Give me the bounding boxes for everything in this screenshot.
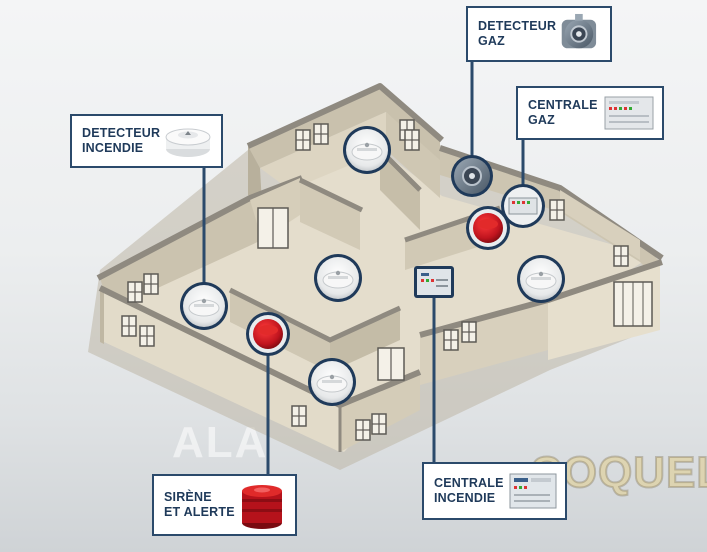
leader-lines (202, 60, 525, 476)
door-center (377, 347, 405, 381)
gas-control-panel-icon (604, 96, 654, 130)
smoke-detector-center (313, 253, 363, 303)
smoke-detector-upper (342, 125, 392, 175)
siren-icon (242, 485, 282, 529)
wall-front-left-face (100, 288, 104, 344)
siren-upper (466, 206, 510, 250)
smoke-detector-right (516, 254, 566, 304)
fire-control-panel-icon (509, 473, 557, 509)
smoke-detector-bottom (307, 357, 357, 407)
callout-fire-panel: CENTRALE INCENDIE (422, 462, 567, 520)
door-left-room (257, 207, 289, 249)
garage-door (613, 281, 653, 327)
wall-front-left (100, 288, 340, 452)
callout-siren-label: SIRÈNE ET ALERTE (164, 490, 235, 519)
callout-gas-panel-label: CENTRALE GAZ (528, 98, 598, 127)
callout-fire-panel-label: CENTRALE INCENDIE (434, 476, 504, 505)
fire-panel-in-house (414, 266, 454, 298)
smoke-detector-icon (165, 128, 211, 157)
callout-gas-detector-label: DETECTEUR GAZ (478, 19, 557, 48)
wall-left-upper (248, 146, 262, 205)
callout-gas-panel: CENTRALE GAZ (516, 86, 664, 140)
smoke-detector-left (179, 281, 229, 331)
wall-right-back (440, 150, 660, 282)
callout-gas-detector: DETECTEUR GAZ (466, 6, 612, 62)
callout-fire-detector: DETECTEUR INCENDIE (70, 114, 223, 168)
callout-fire-detector-label: DETECTEUR INCENDIE (82, 126, 161, 155)
wall-front-right (420, 300, 548, 385)
callout-siren: SIRÈNE ET ALERTE (152, 474, 297, 536)
siren-lower (246, 312, 290, 356)
gas-panel-in-house (501, 184, 545, 228)
gas-detector-in-house (451, 155, 493, 197)
gas-detector-icon (561, 13, 597, 49)
